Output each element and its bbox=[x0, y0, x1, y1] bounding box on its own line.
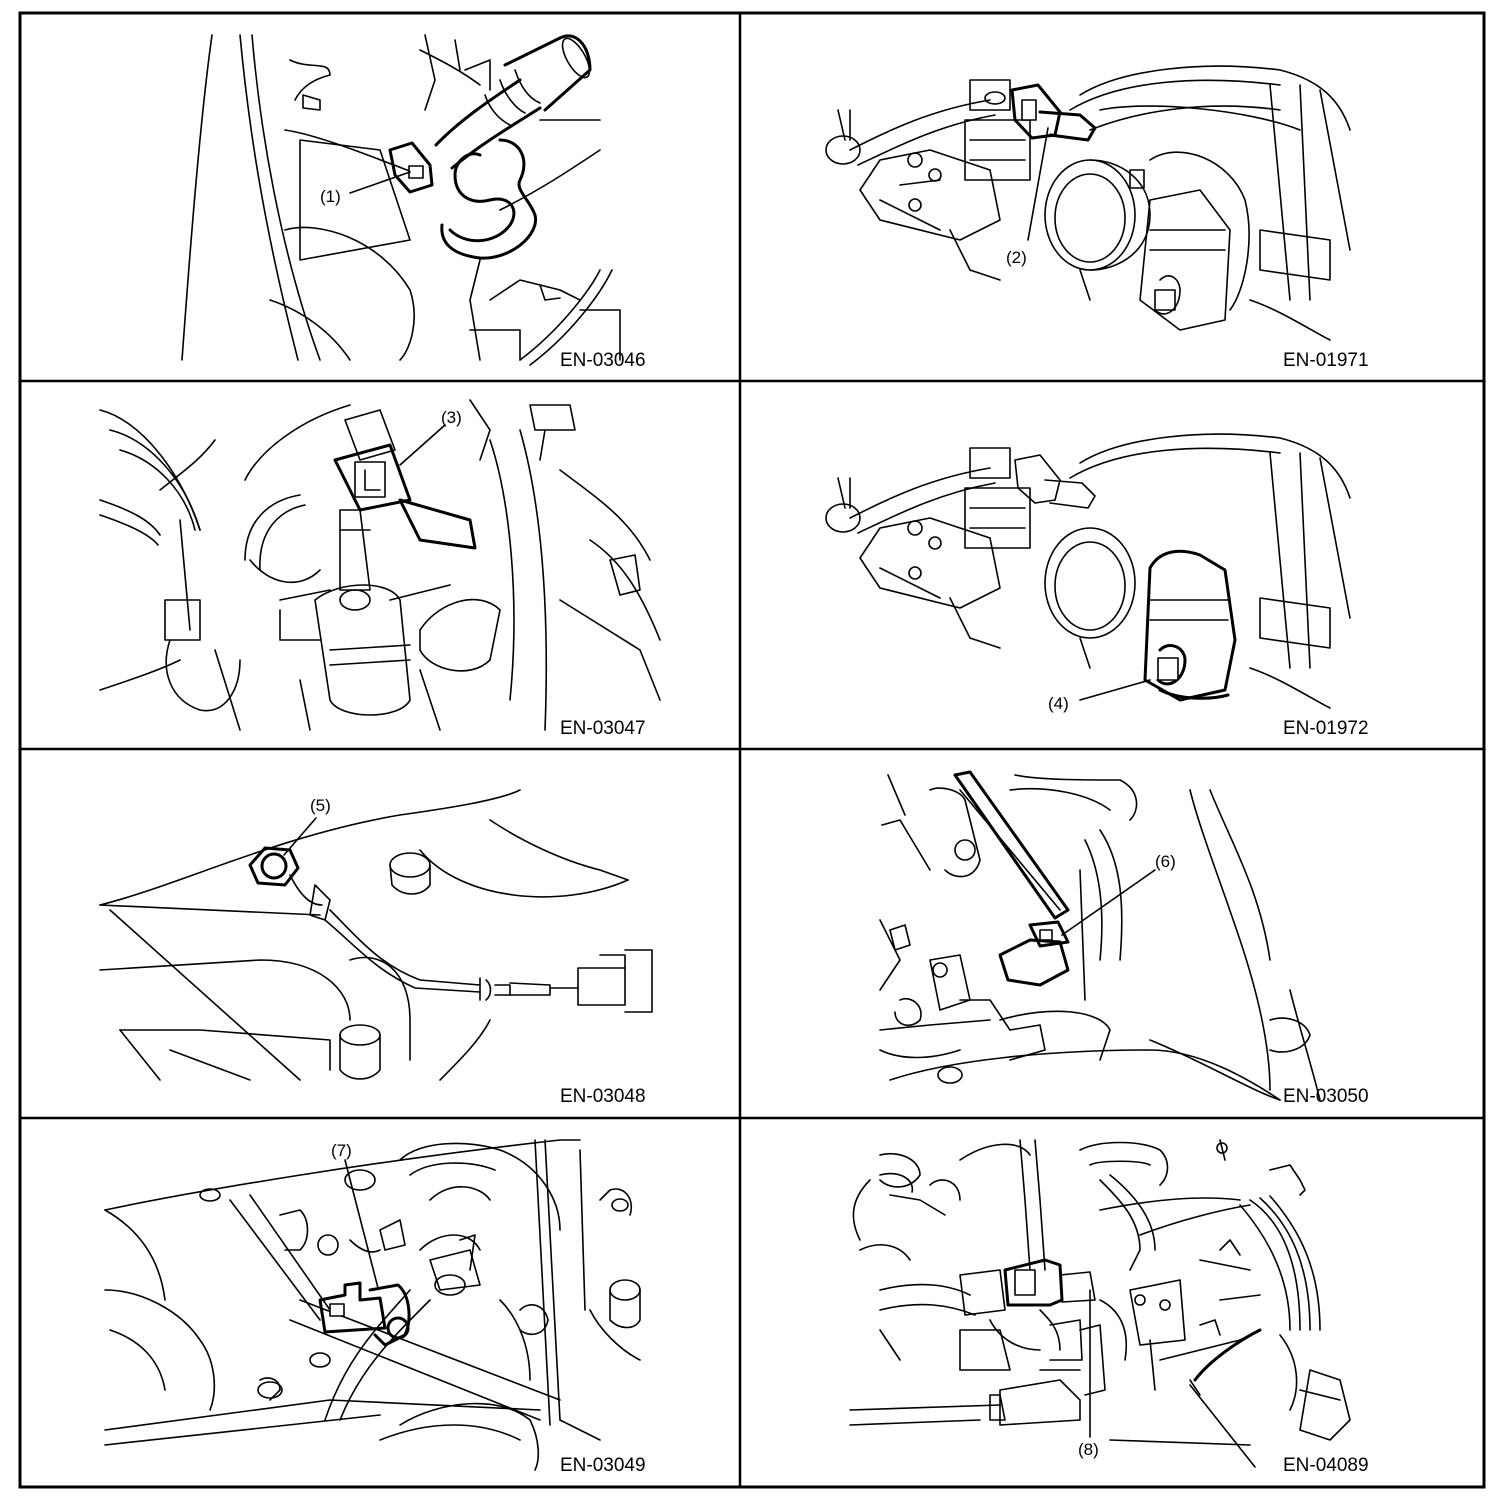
panel-3-figure-code: EN-03047 bbox=[560, 718, 646, 739]
panel-3-drawing bbox=[99, 399, 661, 731]
panel-2: (2) EN-01971 bbox=[825, 65, 1369, 371]
panel-2-drawing bbox=[825, 65, 1351, 341]
panel-5-leader-line bbox=[283, 817, 317, 856]
panel-5: (5) EN-03048 bbox=[99, 789, 653, 1107]
panel-1-figure-code: EN-03046 bbox=[560, 350, 646, 371]
panel-6-callout: (6) bbox=[1155, 852, 1176, 871]
panel-7-drawing bbox=[104, 1139, 641, 1471]
panel-7-callout: (7) bbox=[331, 1141, 352, 1160]
panel-3: (3) EN-03047 bbox=[99, 399, 661, 739]
panel-6-leader-line bbox=[1061, 869, 1156, 936]
panel-5-figure-code: EN-03048 bbox=[560, 1086, 646, 1107]
panel-6-figure-code: EN-03050 bbox=[1283, 1086, 1369, 1107]
panel-5-callout: (5) bbox=[310, 796, 331, 815]
panel-4-leader-line bbox=[1079, 679, 1151, 701]
panel-5-drawing bbox=[99, 789, 653, 1081]
panel-7: (7) EN-03049 bbox=[104, 1139, 646, 1476]
panel-6: (6) EN-03050 bbox=[879, 770, 1369, 1107]
panel-4: (4) EN-01972 bbox=[825, 433, 1369, 739]
panel-2-leader-line bbox=[1027, 127, 1049, 241]
panel-8-leader-line-2 bbox=[1189, 1384, 1256, 1468]
panel-1-drawing bbox=[181, 34, 621, 366]
panel-7-leader-line bbox=[344, 1159, 379, 1289]
panel-4-callout: (4) bbox=[1048, 694, 1069, 713]
panel-8-drawing bbox=[849, 1139, 1351, 1446]
panel-8-callout: (8) bbox=[1078, 1440, 1099, 1459]
panel-2-callout: (2) bbox=[1006, 248, 1027, 267]
panel-8-figure-code: EN-04089 bbox=[1283, 1455, 1369, 1476]
panel-3-callout: (3) bbox=[441, 408, 462, 427]
panel-7-figure-code: EN-03049 bbox=[560, 1455, 646, 1476]
panel-3-leader-line bbox=[399, 424, 446, 466]
panel-6-drawing bbox=[879, 770, 1321, 1101]
panel-1: (1) EN-03046 bbox=[181, 34, 646, 371]
panel-1-callout: (1) bbox=[320, 187, 341, 206]
panel-1-leader-line bbox=[349, 171, 411, 194]
panel-8: (8) EN-04089 bbox=[849, 1139, 1369, 1476]
panel-4-figure-code: EN-01972 bbox=[1283, 718, 1369, 739]
panel-2-figure-code: EN-01971 bbox=[1283, 350, 1369, 371]
panel-4-drawing bbox=[825, 433, 1351, 709]
